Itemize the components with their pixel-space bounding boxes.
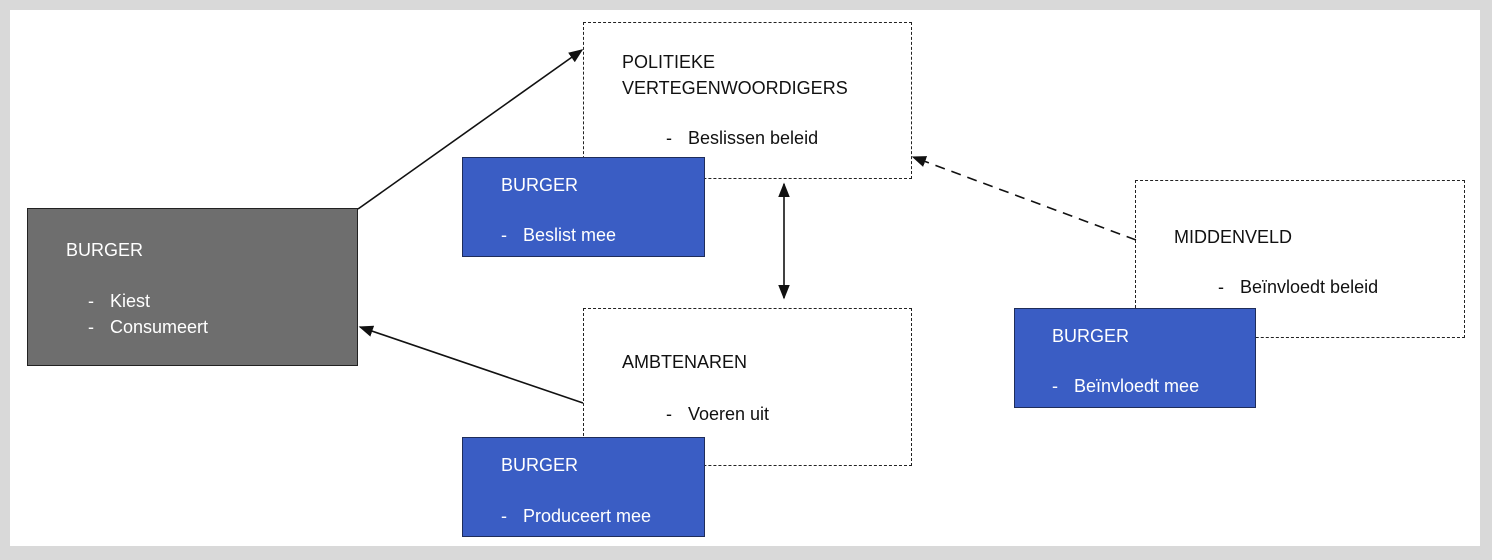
burger-politiek-item-label: Beslist mee xyxy=(523,225,617,245)
ambtenaren-title: AMBTENAREN xyxy=(622,352,748,372)
burger-ambtenaren-item-label: Produceert mee xyxy=(523,506,652,526)
arrow-middenveld-to-politiek xyxy=(911,156,1137,241)
bullet-dash: - xyxy=(1218,277,1224,297)
burger-main-item-1: -Kiest xyxy=(88,288,150,314)
burger-main-title: BURGER xyxy=(66,240,144,260)
bullet-dash: - xyxy=(501,225,507,245)
middenveld-box: MIDDENVELD -Beïnvloedt beleid xyxy=(1135,180,1465,338)
burger-middenveld-item-label: Beïnvloedt mee xyxy=(1074,376,1200,396)
burger-middenveld-title: BURGER xyxy=(1052,326,1130,346)
middenveld-title: MIDDENVELD xyxy=(1174,227,1293,247)
politiek-item: -Beslissen beleid xyxy=(666,125,818,151)
burger-ambtenaren-title: BURGER xyxy=(501,455,579,475)
middenveld-item-label: Beïnvloedt beleid xyxy=(1240,277,1379,297)
politiek-title-line2: VERTEGENWOORDIGERS xyxy=(622,78,848,98)
arrow-ambtenaren-to-burger xyxy=(358,325,584,404)
arrow-burger-to-politiek xyxy=(357,49,584,210)
politiek-item-label: Beslissen beleid xyxy=(688,128,819,148)
bullet-dash: - xyxy=(666,404,672,424)
burger-middenveld-item: -Beïnvloedt mee xyxy=(1052,373,1199,399)
middenveld-item: -Beïnvloedt beleid xyxy=(1218,274,1378,300)
burger-main-item-2: -Consumeert xyxy=(88,314,208,340)
bullet-dash: - xyxy=(501,506,507,526)
ambtenaren-item-label: Voeren uit xyxy=(688,404,770,424)
bullet-dash: - xyxy=(666,128,672,148)
bullet-dash: - xyxy=(88,317,94,337)
ambtenaren-box: AMBTENAREN -Voeren uit xyxy=(583,308,912,466)
burger-ambtenaren-item: -Produceert mee xyxy=(501,503,651,529)
burger-ambtenaren-box: BURGER -Produceert mee xyxy=(462,437,705,537)
bullet-dash: - xyxy=(1052,376,1058,396)
burger-main-item-2-label: Consumeert xyxy=(110,317,209,337)
burger-politiek-item: -Beslist mee xyxy=(501,222,616,248)
politiek-box: POLITIEKE VERTEGENWOORDIGERS -Beslissen … xyxy=(583,22,912,179)
burger-middenveld-box: BURGER -Beïnvloedt mee xyxy=(1014,308,1256,408)
ambtenaren-item: -Voeren uit xyxy=(666,401,769,427)
bullet-dash: - xyxy=(88,291,94,311)
burger-main-box: BURGER -Kiest -Consumeert xyxy=(27,208,358,366)
burger-main-item-1-label: Kiest xyxy=(110,291,151,311)
politiek-title-line1: POLITIEKE xyxy=(622,52,716,72)
burger-politiek-title: BURGER xyxy=(501,175,579,195)
burger-politiek-box: BURGER -Beslist mee xyxy=(462,157,705,257)
